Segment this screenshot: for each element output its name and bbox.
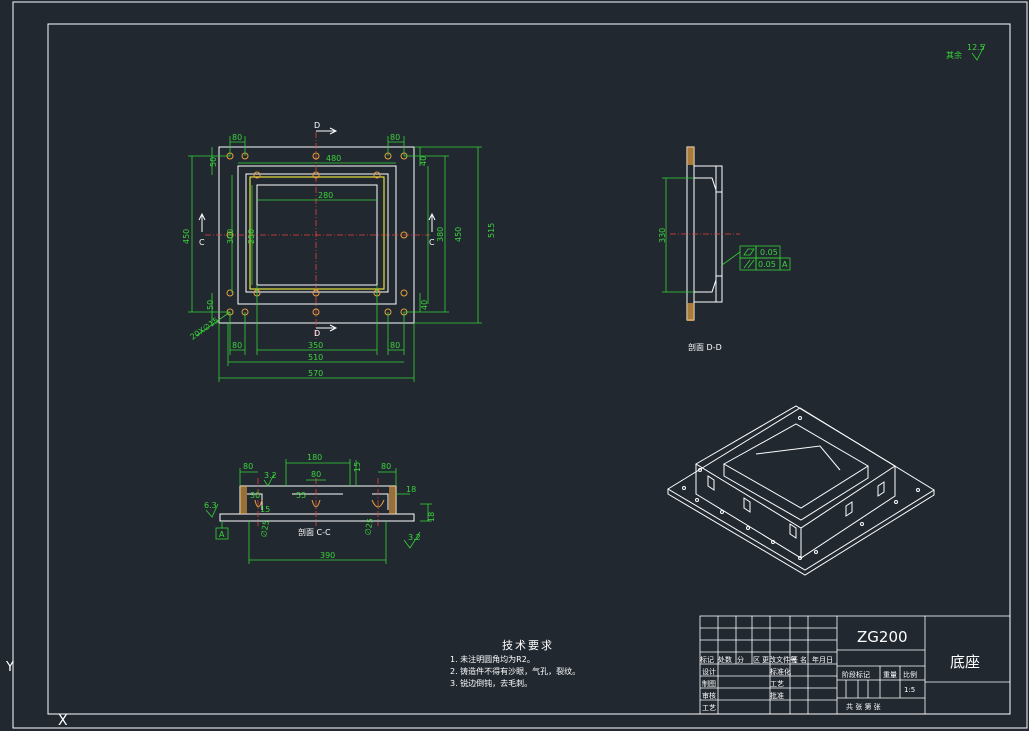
svg-text:分: 分 — [737, 655, 744, 664]
svg-text:80: 80 — [381, 462, 391, 471]
note-item: 1. 未注明圆角均为R2。 — [450, 655, 535, 664]
svg-text:280: 280 — [318, 191, 333, 200]
svg-text:制图: 制图 — [702, 679, 716, 688]
svg-text:阶段标记: 阶段标记 — [842, 670, 870, 679]
svg-text:480: 480 — [326, 154, 341, 163]
sheet-border — [12, 1, 1028, 729]
svg-text:80: 80 — [232, 341, 242, 350]
svg-text:300: 300 — [226, 229, 235, 244]
note-item: 2. 铸造件不得有沙眼，气孔，裂纹。 — [450, 667, 581, 676]
note-item: 3. 锐边倒钝，去毛刺。 — [450, 679, 533, 688]
technical-requirements: 技术要求 1. 未注明圆角均为R2。 2. 铸造件不得有沙眼，气孔，裂纹。 3.… — [450, 640, 580, 690]
top-view: D D C C 80 80 480 280 50 50 450 300 250 … — [182, 121, 496, 382]
svg-text:6.3: 6.3 — [204, 501, 217, 510]
svg-text:D: D — [314, 329, 320, 338]
svg-text:工艺: 工艺 — [702, 704, 716, 712]
svg-text:工艺: 工艺 — [770, 680, 784, 688]
svg-text:250: 250 — [247, 229, 256, 244]
svg-text:批准: 批准 — [770, 691, 784, 700]
svg-text:0.05: 0.05 — [760, 248, 778, 257]
svg-text:年月日: 年月日 — [812, 655, 833, 664]
svg-text:底座: 底座 — [950, 653, 980, 671]
svg-text:重量: 重量 — [883, 671, 897, 679]
section-cc: 80 180 80 80 15 18 30 55 ∅25 ∅25 18 390 … — [204, 453, 436, 564]
svg-text:12.5: 12.5 — [967, 43, 985, 52]
roughness-symbol: 其余 12.5 — [946, 43, 986, 61]
svg-text:40: 40 — [420, 300, 429, 310]
svg-text:180: 180 — [307, 453, 322, 462]
svg-text:80: 80 — [311, 470, 321, 479]
svg-text:名: 名 — [800, 655, 807, 664]
svg-text:共 张 第 张: 共 张 第 张 — [846, 702, 881, 711]
svg-text:∅25: ∅25 — [363, 518, 375, 536]
svg-text:515: 515 — [487, 223, 496, 238]
svg-text:50: 50 — [206, 300, 215, 310]
ucs-x-axis-label: X — [58, 713, 68, 729]
svg-text:∅25: ∅25 — [259, 520, 271, 538]
svg-text:55: 55 — [296, 491, 306, 500]
svg-text:其余: 其余 — [946, 50, 962, 60]
svg-text:区: 区 — [753, 656, 760, 664]
svg-text:剖面 C-C: 剖面 C-C — [298, 527, 331, 537]
drawing-frame — [47, 23, 1011, 715]
notes-title: 技术要求 — [502, 639, 554, 652]
section-dd: 330 0.05 0.05 A 剖面 D-D — [658, 146, 791, 352]
isometric-view — [667, 405, 935, 576]
svg-text:C: C — [199, 238, 205, 247]
svg-text:20X∅15: 20X∅15 — [188, 316, 220, 342]
ucs-y-axis-label: Y — [6, 660, 14, 675]
svg-text:390: 390 — [320, 551, 335, 560]
svg-text:80: 80 — [232, 133, 242, 142]
svg-text:标准化: 标准化 — [770, 667, 791, 676]
svg-text:30: 30 — [250, 491, 260, 500]
svg-text:450: 450 — [182, 229, 191, 244]
svg-text:剖面 D-D: 剖面 D-D — [688, 342, 722, 352]
svg-text:ZG200: ZG200 — [857, 628, 908, 646]
svg-text:50: 50 — [209, 157, 218, 167]
svg-text:标记: 标记 — [700, 655, 714, 664]
svg-text:18: 18 — [406, 485, 416, 494]
svg-text:D: D — [314, 121, 320, 130]
svg-text:350: 350 — [308, 341, 323, 350]
title-block: ZG200 底座 标记 处数 分 区 更改文件号 签 名 年月日 设计 标准化 … — [699, 615, 1011, 715]
svg-text:40: 40 — [419, 156, 428, 166]
svg-text:设计: 设计 — [702, 667, 716, 676]
svg-text:570: 570 — [308, 369, 323, 378]
svg-text:3.2: 3.2 — [264, 471, 277, 480]
svg-text:1:5: 1:5 — [904, 686, 915, 694]
svg-text:A: A — [219, 530, 225, 539]
svg-text:A: A — [782, 260, 788, 269]
svg-text:15: 15 — [260, 505, 270, 514]
svg-text:比例: 比例 — [903, 670, 917, 679]
svg-text:380: 380 — [436, 227, 445, 242]
svg-text:0.05: 0.05 — [758, 260, 776, 269]
svg-text:15: 15 — [353, 462, 362, 472]
svg-text:330: 330 — [658, 228, 667, 243]
svg-text:450: 450 — [454, 227, 463, 242]
svg-text:审核: 审核 — [702, 691, 716, 700]
svg-text:80: 80 — [390, 133, 400, 142]
svg-text:C: C — [429, 238, 435, 247]
svg-text:签: 签 — [791, 655, 798, 664]
svg-text:80: 80 — [243, 462, 253, 471]
svg-text:80: 80 — [390, 341, 400, 350]
svg-text:510: 510 — [308, 353, 323, 362]
svg-text:3.2: 3.2 — [408, 533, 421, 542]
svg-text:处数: 处数 — [718, 655, 732, 664]
svg-text:18: 18 — [427, 512, 436, 522]
svg-text:更改文件号: 更改文件号 — [762, 655, 797, 664]
